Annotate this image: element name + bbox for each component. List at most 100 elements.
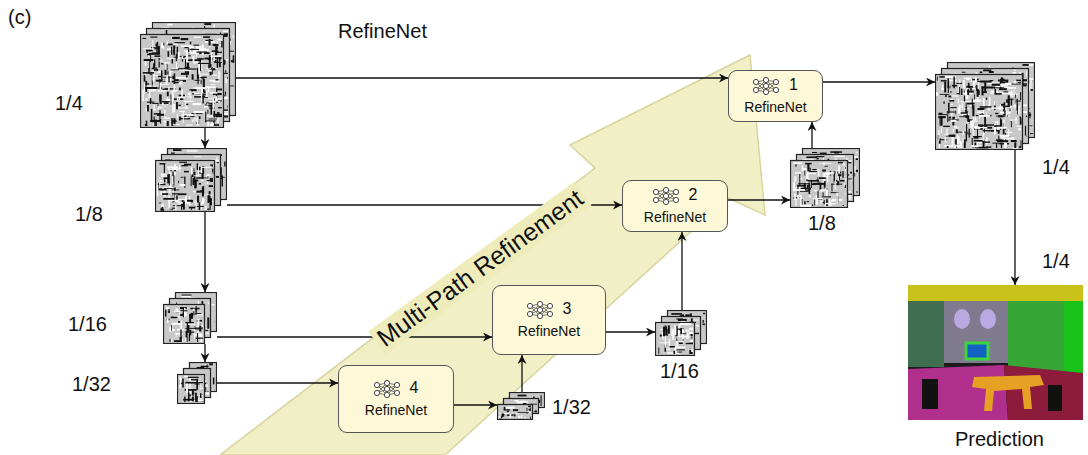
feature-texture: [218, 107, 222, 108]
feature-texture: [208, 387, 210, 389]
feature-texture: [995, 113, 998, 114]
feature-texture: [1000, 84, 1011, 85]
feature-texture: [179, 88, 181, 91]
feature-texture: [198, 74, 210, 75]
feature-texture: [209, 363, 213, 365]
feature-texture: [1010, 106, 1012, 112]
feature-texture: [965, 90, 967, 99]
icon-neuron: [547, 311, 552, 316]
feature-texture: [212, 50, 219, 52]
feature-texture: [186, 200, 192, 202]
feature-texture: [193, 45, 199, 46]
feature-texture: [161, 70, 162, 80]
feature-texture: [967, 89, 969, 95]
feature-texture: [834, 156, 845, 157]
feature-texture: [812, 169, 816, 170]
feature-texture: [172, 37, 180, 39]
feature-texture: [959, 79, 960, 83]
feature-map-frame: [156, 161, 215, 212]
feature-texture: [838, 162, 843, 163]
feature-texture: [210, 92, 217, 94]
feature-texture: [992, 84, 1000, 86]
feature-texture: [209, 191, 211, 202]
feature-texture: [816, 158, 818, 160]
feature-texture: [182, 55, 183, 62]
feature-texture: [207, 208, 209, 210]
data-flow-arrow: [606, 331, 655, 332]
feature-texture: [179, 378, 182, 380]
feature-texture: [169, 174, 170, 185]
feature-texture: [217, 112, 219, 114]
feature-texture: [197, 163, 198, 170]
feature-texture: [156, 71, 161, 73]
feature-texture: [185, 313, 187, 317]
feature-texture: [962, 72, 966, 73]
feature-texture: [1018, 82, 1021, 83]
feature-texture: [830, 151, 842, 153]
feature-texture: [230, 51, 234, 52]
feature-texture: [962, 138, 963, 143]
feature-texture: [181, 295, 191, 296]
feature-map: 1/32: [177, 362, 217, 404]
icon-neuron: [527, 311, 532, 316]
feature-texture: [158, 90, 167, 92]
feature-texture: [172, 323, 182, 325]
feature-texture: [180, 330, 181, 339]
feature-texture: [191, 208, 192, 210]
network-icon: [753, 77, 779, 95]
feature-texture: [1020, 140, 1021, 148]
feature-texture: [961, 89, 963, 95]
feature-texture: [940, 117, 942, 126]
feature-texture: [146, 86, 156, 87]
feature-texture: [173, 45, 175, 53]
feature-texture: [216, 162, 219, 163]
feature-texture: [992, 87, 1003, 88]
feature-texture: [144, 75, 146, 82]
feature-map-frame: [164, 305, 205, 344]
feature-texture: [172, 103, 173, 113]
feature-texture: [1018, 128, 1021, 130]
feature-texture: [181, 45, 189, 47]
block-name: RefineNet: [644, 209, 706, 226]
scale-label: 1/8: [808, 212, 836, 234]
feature-texture: [165, 70, 167, 75]
feature-texture: [153, 104, 154, 109]
icon-neuron: [763, 77, 768, 82]
feature-texture: [227, 77, 229, 79]
feature-texture: [986, 98, 987, 100]
feature-texture: [703, 313, 705, 314]
feature-texture: [221, 41, 222, 48]
feature-texture: [843, 163, 845, 166]
feature-texture: [950, 104, 953, 105]
feature-texture: [1007, 132, 1013, 133]
feature-texture: [193, 309, 195, 311]
icon-neuron: [663, 187, 668, 192]
feature-texture: [211, 123, 214, 125]
feature-texture: [162, 193, 168, 195]
feature-texture: [943, 126, 950, 127]
feature-texture: [145, 123, 147, 126]
feature-texture: [845, 166, 846, 171]
feature-texture: [1004, 102, 1006, 110]
feature-texture: [159, 58, 160, 67]
feature-texture: [207, 180, 213, 181]
feature-texture: [172, 176, 173, 184]
feature-texture: [824, 166, 828, 167]
feature-texture: [849, 160, 852, 162]
feature-texture: [208, 70, 212, 72]
feature-texture: [181, 177, 184, 178]
feature-texture: [169, 71, 172, 72]
icon-neuron: [527, 303, 532, 308]
feature-texture: [174, 188, 176, 191]
feature-texture: [1006, 147, 1008, 149]
feature-texture: [1014, 142, 1016, 148]
feature-texture: [1003, 91, 1008, 92]
feature-texture: [964, 96, 965, 102]
feature-texture: [163, 198, 174, 200]
feature-texture: [1004, 92, 1011, 94]
feature-texture: [816, 156, 825, 157]
feature-texture: [179, 111, 184, 112]
data-flow-arrow: [728, 199, 790, 200]
feature-texture: [196, 396, 198, 402]
feature-texture: [162, 204, 164, 207]
